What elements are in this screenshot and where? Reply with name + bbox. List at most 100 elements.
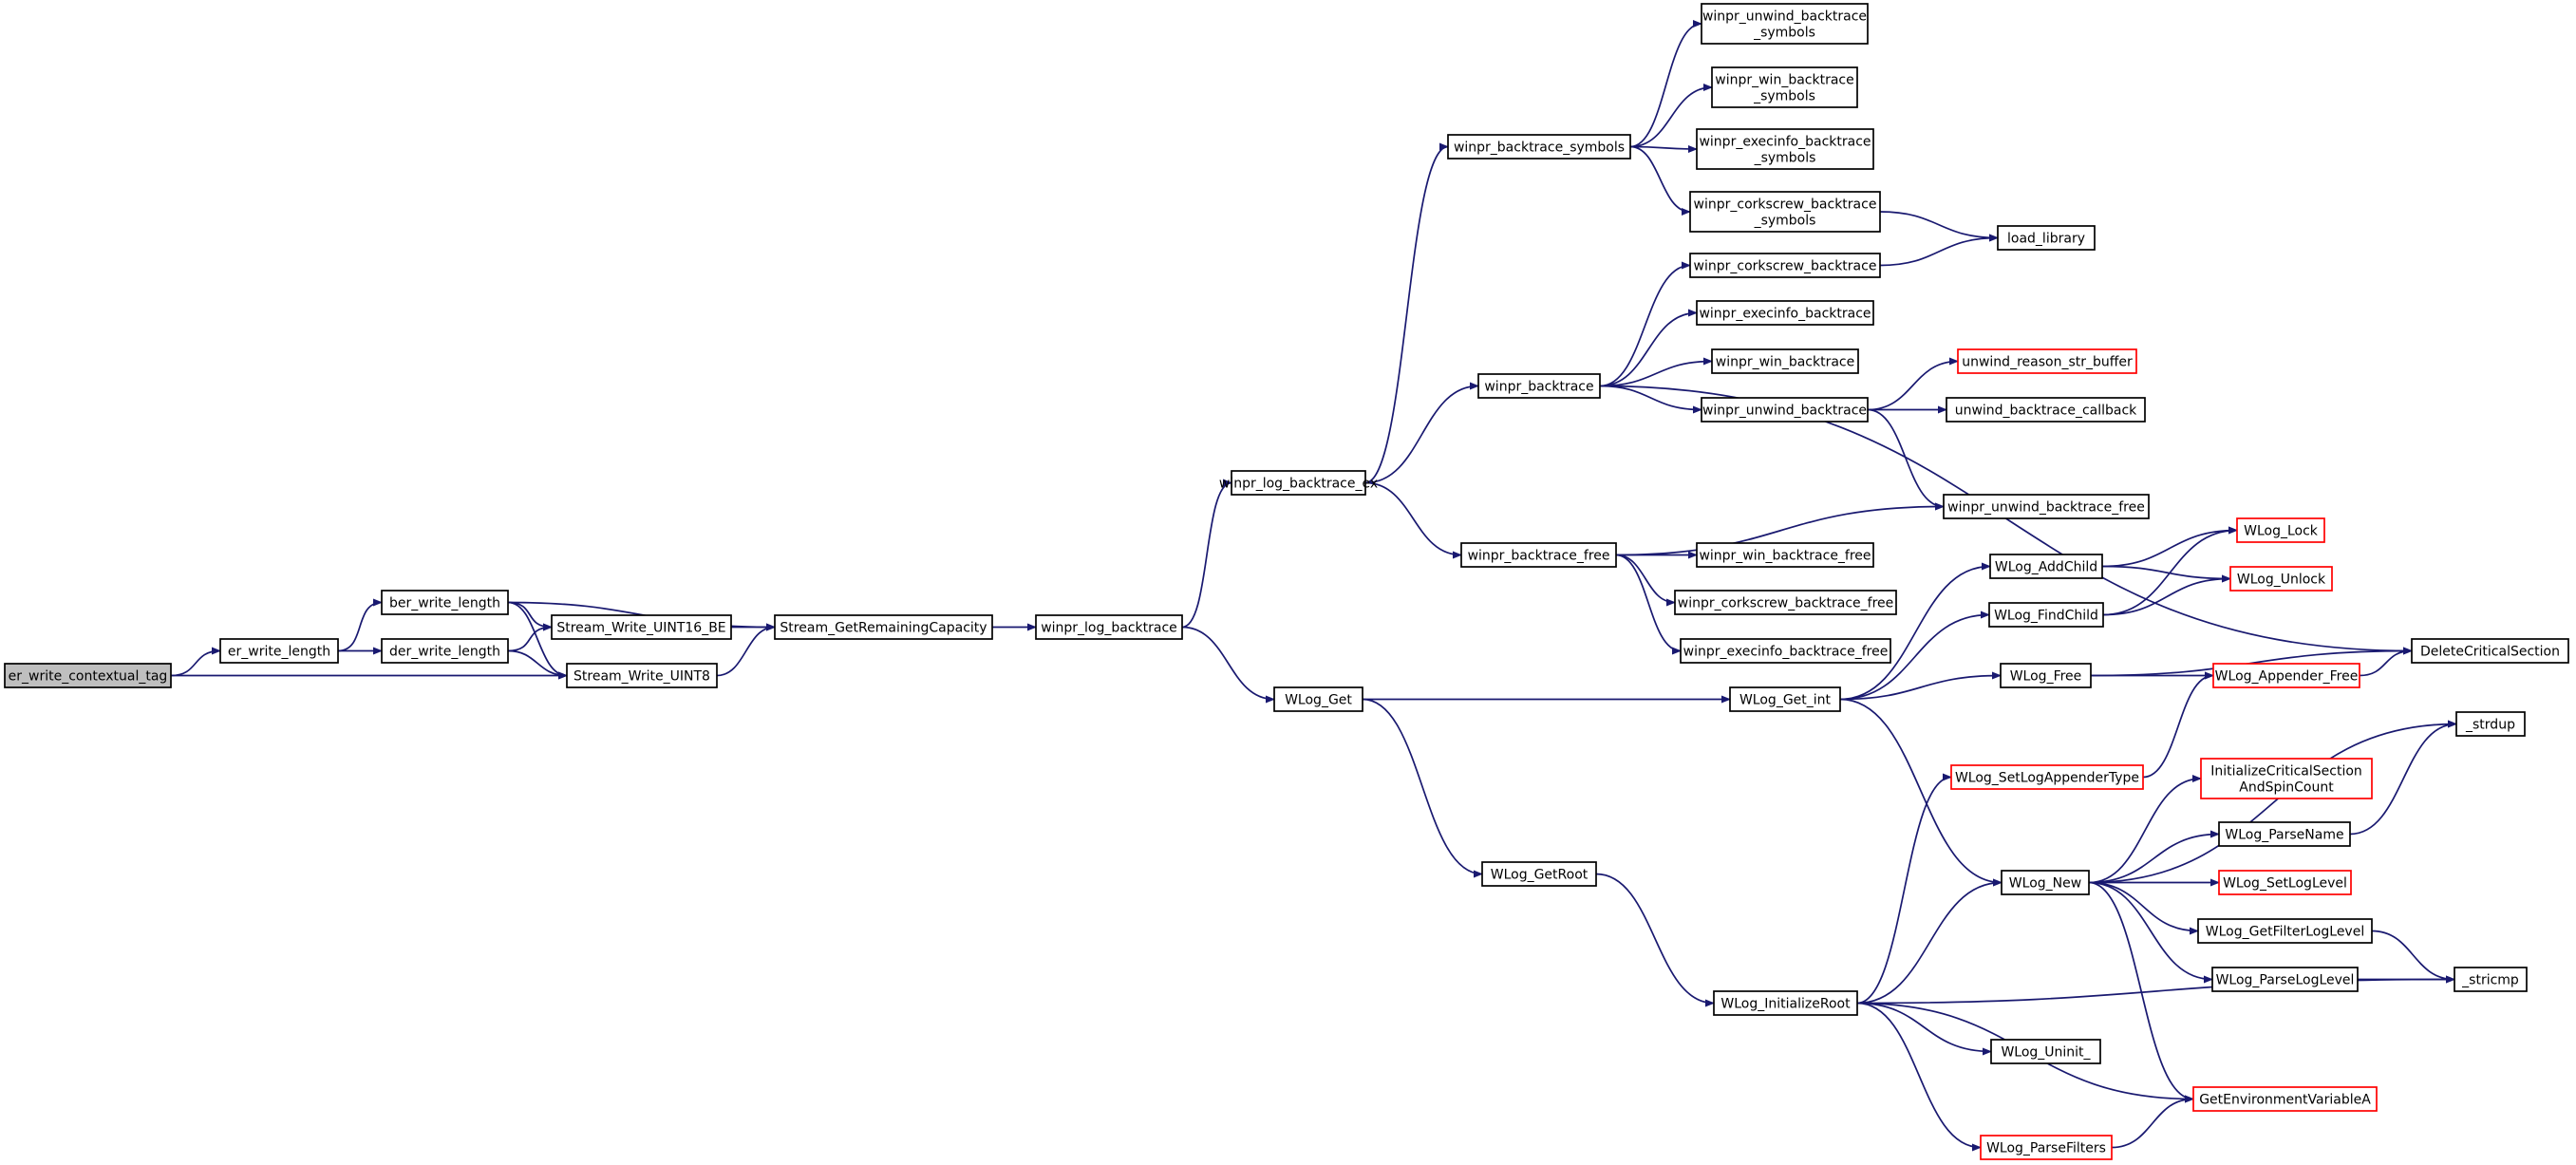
edge-winpr_backtrace-to-winpr_win_backtrace — [1599, 357, 1713, 387]
node-winpr-log-backtrace-ex[interactable]: winpr_log_backtrace_ex — [1219, 470, 1378, 496]
node-winpr-execinfo-backtrace-free[interactable]: winpr_execinfo_backtrace_free — [1680, 638, 1891, 664]
node-box — [2229, 566, 2333, 592]
node-wlog-get[interactable]: WLog_Get — [1273, 686, 1363, 712]
node-winpr-backtrace-free[interactable]: winpr_backtrace_free — [1460, 542, 1617, 568]
node-er-write-length[interactable]: er_write_length — [219, 638, 339, 664]
node-winpr-backtrace-symbols[interactable]: winpr_backtrace_symbols — [1447, 134, 1631, 160]
edge-wlog_parsefilters-to-getenvironmentvariablea — [2111, 1095, 2194, 1149]
node-winpr-win-backtrace-symbols[interactable]: winpr_win_backtrace_symbols — [1711, 66, 1858, 108]
node-box — [1447, 134, 1631, 160]
node-box — [1680, 638, 1891, 664]
node-winpr-win-backtrace-free[interactable]: winpr_win_backtrace_free — [1696, 542, 1874, 568]
node-wlog-getfilterloglevel[interactable]: WLog_GetFilterLogLevel — [2197, 918, 2373, 944]
node-unwind-reason-str-buffer[interactable]: unwind_reason_str_buffer — [1957, 348, 2137, 374]
node-label: DeleteCriticalSection — [2420, 645, 2560, 660]
node-stricmp[interactable]: _stricmp — [2454, 967, 2528, 992]
node-box — [2200, 758, 2373, 799]
node-label: winpr_backtrace_symbols — [1454, 141, 1625, 156]
node-wlog-addchild[interactable]: WLog_AddChild — [1989, 554, 2103, 579]
edge-winpr_backtrace-to-winpr_corkscrew_backtrace — [1599, 261, 1691, 387]
node-winpr-unwind-backtrace[interactable]: winpr_unwind_backtrace — [1701, 397, 1869, 423]
edge-line — [1599, 261, 1691, 387]
edge-line — [1856, 773, 1952, 1005]
node-box — [1711, 66, 1858, 108]
node-wlog-new[interactable]: WLog_New — [2001, 870, 2090, 895]
node-wlog-findchild[interactable]: WLog_FindChild — [1988, 602, 2104, 628]
node-winpr-log-backtrace[interactable]: winpr_log_backtrace — [1035, 614, 1183, 640]
node-stream-getremainingcapacity[interactable]: Stream_GetRemainingCapacity — [774, 614, 993, 640]
node-unwind-backtrace-callback[interactable]: unwind_backtrace_callback — [1946, 397, 2146, 423]
node-label: WLog_Get_int — [1739, 693, 1832, 708]
edge-winpr_backtrace_symbols-to-winpr_unwind_backtrace_symbols — [1629, 20, 1702, 148]
node-label: ber_write_length — [389, 596, 500, 611]
edge-line — [1856, 878, 2003, 1005]
node-ber-write-length[interactable]: ber_write_length — [381, 590, 509, 615]
edge-ber_write_length-to-stream_write_uint8 — [507, 601, 568, 680]
node-wlog-get-int[interactable]: WLog_Get_int — [1729, 686, 1841, 712]
node-wlog-getroot[interactable]: WLog_GetRoot — [1481, 861, 1597, 887]
node-box — [381, 638, 509, 664]
node-box — [1689, 253, 1881, 278]
node-wlog-setloglevel[interactable]: WLog_SetLogLevel — [2218, 870, 2352, 895]
node-box — [1997, 225, 2096, 251]
node-winpr-corkscrew-backtrace-free[interactable]: winpr_corkscrew_backtrace_free — [1674, 590, 1897, 615]
node-label: WLog_AddChild — [1995, 560, 2097, 575]
node-label: AndSpinCount — [2239, 780, 2334, 796]
edge-wlog_new-to-strdup — [2088, 720, 2457, 884]
edge-line — [1599, 357, 1713, 387]
node-root[interactable]: er_write_contextual_tag — [4, 663, 172, 688]
node-winpr-win-backtrace[interactable]: winpr_win_backtrace — [1711, 348, 1859, 374]
node-winpr-corkscrew-backtrace[interactable]: winpr_corkscrew_backtrace — [1689, 253, 1881, 278]
node-strdup[interactable]: _strdup — [2455, 711, 2526, 737]
node-box — [1674, 590, 1897, 615]
node-box — [1689, 191, 1881, 233]
node-winpr-execinfo-backtrace-symbols[interactable]: winpr_execinfo_backtrace_symbols — [1696, 128, 1874, 170]
edge-line — [1839, 611, 1990, 701]
edge-line — [1867, 408, 1945, 511]
node-getenvironmentvariablea[interactable]: GetEnvironmentVariableA — [2192, 1086, 2378, 1112]
node-wlog-parsefilters[interactable]: WLog_ParseFilters — [1980, 1135, 2113, 1160]
node-wlog-setlogappendertype[interactable]: WLog_SetLogAppenderType — [1950, 764, 2144, 790]
node-stream-write-uint8[interactable]: Stream_Write_UINT8 — [566, 663, 718, 688]
node-wlog-initializeroot[interactable]: WLog_InitializeRoot — [1713, 990, 1858, 1016]
edge-winpr_backtrace_free-to-winpr_unwind_backtrace_free — [1615, 502, 1945, 556]
node-wlog-parseloglevel[interactable]: WLog_ParseLogLevel — [2211, 967, 2359, 992]
edge-line — [1181, 626, 1275, 704]
node-wlog-lock[interactable]: WLog_Lock — [2236, 517, 2325, 543]
edge-line — [1856, 1002, 1982, 1152]
edge-line — [2088, 881, 2213, 984]
node-label: winpr_log_backtrace — [1041, 621, 1177, 636]
node-label: winpr_corkscrew_backtrace — [1694, 197, 1877, 213]
node-wlog-parsename[interactable]: WLog_ParseName — [2218, 821, 2351, 847]
node-winpr-unwind-backtrace-symbols[interactable]: winpr_unwind_backtrace_symbols — [1701, 3, 1869, 45]
node-label: winpr_execinfo_backtrace — [1699, 135, 1871, 150]
node-wlog-uninit[interactable]: WLog_Uninit_ — [1990, 1039, 2101, 1064]
node-box — [2218, 821, 2351, 847]
edge-winpr_corkscrew_backtrace_symbols-to-load_library — [1879, 211, 1999, 242]
edge-line — [1839, 562, 1991, 701]
node-wlog-unlock[interactable]: WLog_Unlock — [2229, 566, 2333, 592]
edge-winpr_corkscrew_backtrace-to-load_library — [1879, 234, 1999, 267]
node-deletecriticalsection[interactable]: DeleteCriticalSection — [2411, 638, 2569, 664]
node-box — [2454, 967, 2528, 992]
edge-line — [2349, 720, 2457, 836]
node-box — [1477, 373, 1601, 399]
node-box — [1713, 990, 1858, 1016]
edge-line — [170, 647, 221, 677]
node-wlog-appender-free[interactable]: WLog_Appender_Free — [2212, 663, 2360, 688]
node-box — [1711, 348, 1859, 374]
node-box — [1950, 764, 2144, 790]
node-winpr-execinfo-backtrace[interactable]: winpr_execinfo_backtrace — [1696, 300, 1874, 326]
node-winpr-corkscrew-backtrace-symbols[interactable]: winpr_corkscrew_backtrace_symbols — [1689, 191, 1881, 233]
node-label: er_write_length — [228, 645, 330, 660]
node-load-library[interactable]: load_library — [1997, 225, 2096, 251]
node-wlog-free[interactable]: WLog_Free — [2000, 663, 2092, 688]
edge-line — [2371, 930, 2455, 984]
node-winpr-unwind-backtrace-free[interactable]: winpr_unwind_backtrace_free — [1943, 494, 2150, 519]
edge-line — [2101, 565, 2231, 583]
node-stream-write-uint16-be[interactable]: Stream_Write_UINT16_BE — [551, 614, 732, 640]
node-der-write-length[interactable]: der_write_length — [381, 638, 509, 664]
node-winpr-backtrace[interactable]: winpr_backtrace — [1477, 373, 1601, 399]
node-label: winpr_unwind_backtrace_free — [1947, 500, 2145, 516]
